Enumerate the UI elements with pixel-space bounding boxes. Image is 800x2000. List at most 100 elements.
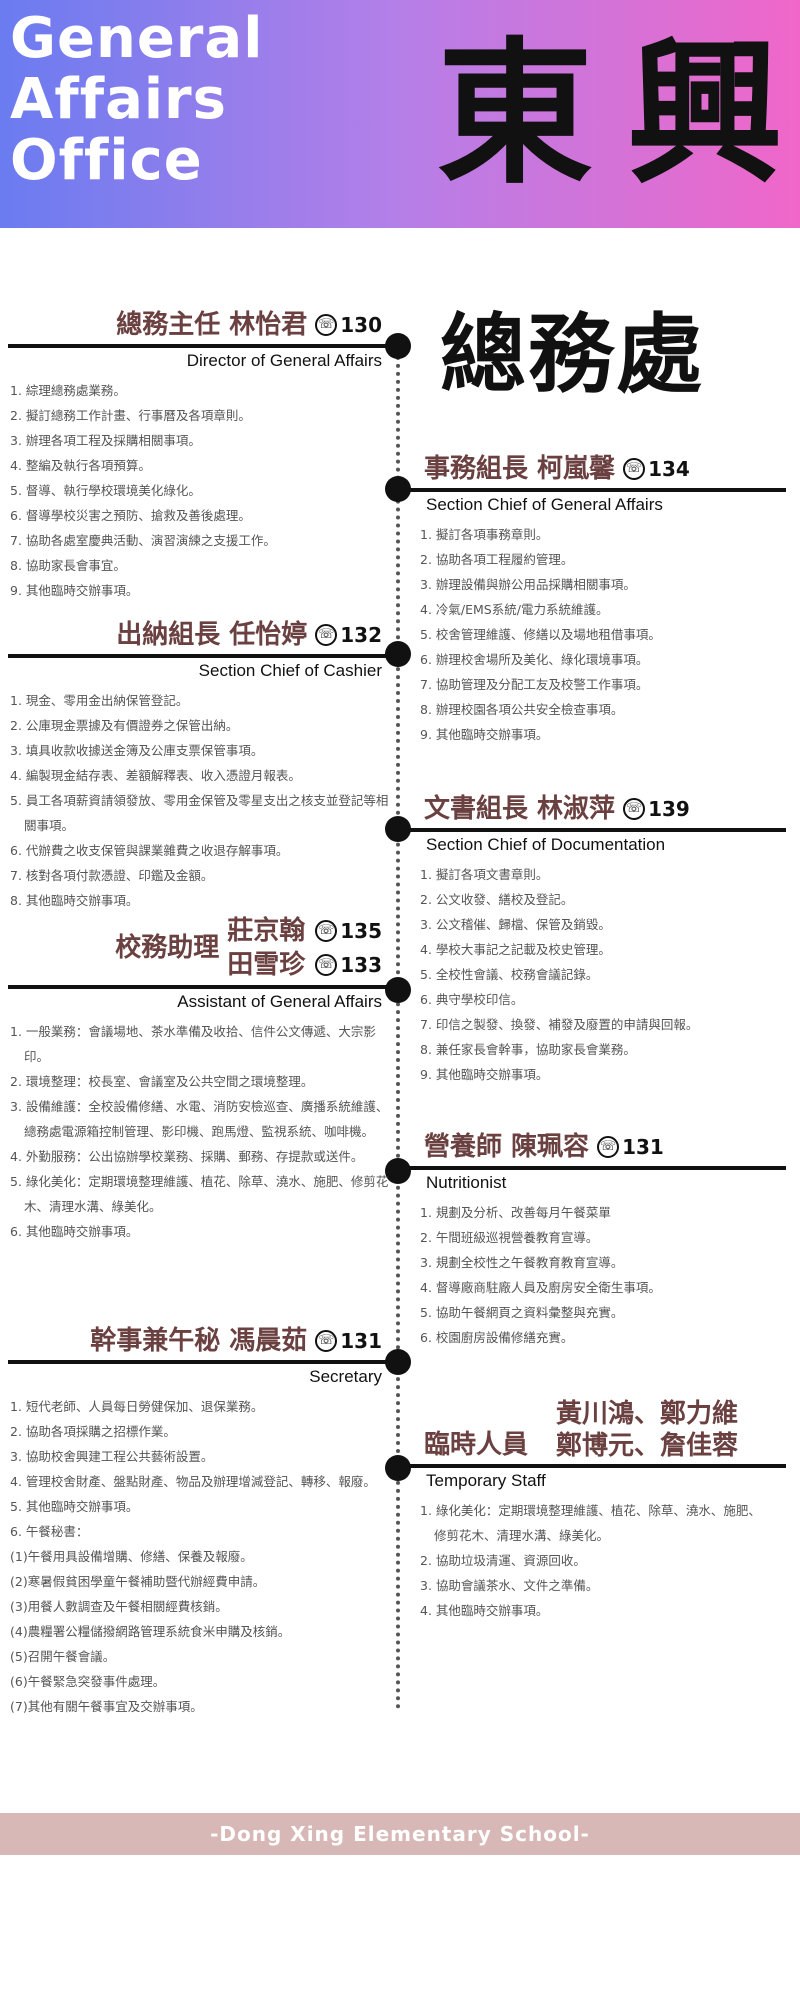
duty-list: 1. 擬訂各項文書章則。 2. 公文收發、繕校及登記。 3. 公文稽催、歸檔、保… — [396, 862, 786, 1087]
english-title: Director of General Affairs — [186, 351, 382, 370]
footer-banner: -Dong Xing Elementary School- — [0, 1813, 800, 1855]
staff-name-group: 莊京翰 ☏ 135 田雪珍 ☏ 133 — [227, 914, 382, 982]
phone-number: 131 — [622, 1135, 664, 1159]
phone-extension: ☏ 132 — [315, 618, 382, 652]
duty-item: 3. 協助校舍興建工程公共藝術設置。 — [10, 1449, 214, 1464]
section-header: 臨時人員 黃川鴻、鄭力維 鄭博元、詹佳蓉 — [396, 1392, 786, 1462]
phone-number: 131 — [340, 1329, 382, 1353]
staff-name: 幹事兼午秘 馮晨茹 — [90, 1326, 308, 1356]
duty-item: 9. 其他臨時交辦事項。 — [420, 727, 549, 742]
section-header: 事務組長 柯嵐馨 ☏ 134 — [396, 446, 786, 486]
duty-item: 9. 其他臨時交辦事項。 — [420, 1067, 549, 1082]
staff-names: 鄭博元、詹佳蓉 — [556, 1431, 739, 1461]
duty-item: 3. 辦理設備與辦公用品採購相關事項。 — [420, 577, 636, 592]
staff-names: 黃川鴻、鄭力維 — [556, 1399, 739, 1429]
section-nutritionist: 營養師 陳珮容 ☏ 131 Nutritionist 1. 規劃及分析、改善每月… — [396, 1124, 786, 1350]
duty-item: 1. 綜理總務處業務。 — [10, 383, 126, 398]
duty-item: 4. 其他臨時交辦事項。 — [420, 1603, 549, 1618]
duty-item: 6. 典守學校印信。 — [420, 992, 524, 1007]
duty-item: 3. 規劃全校性之午餐教育教育宣導。 — [420, 1255, 624, 1270]
phone-extension: ☏ 134 — [623, 452, 690, 486]
english-title: Section Chief of General Affairs — [426, 495, 663, 514]
staff-role: 校務助理 — [115, 933, 220, 963]
duty-item: 3. 辦理各項工程及採購相關事項。 — [10, 433, 201, 448]
phone-extension: ☏ 133 — [315, 948, 382, 982]
calligraphy-char: 東 — [437, 22, 593, 205]
duty-item: 6. 其他臨時交辦事項。 — [10, 1224, 139, 1239]
duty-item: 6. 代辦費之收支保管與課業雜費之收退存解事項。 — [10, 843, 289, 858]
duty-item: 7. 印信之製發、換發、補發及廢置的申請與回報。 — [420, 1017, 699, 1032]
phone-extension: ☏ 139 — [623, 792, 690, 826]
duty-item: (2)寒暑假貧困學童午餐補助暨代辦經費申請。 — [10, 1574, 266, 1589]
header-title-line: General — [10, 6, 264, 71]
duty-list: 1. 短代老師、人員每日勞健保加、退保業務。 2. 協助各項採購之招標作業。 3… — [8, 1394, 396, 1719]
duty-item: 1. 一般業務：會議場地、茶水準備及收拾、信件公文傳遞、大宗影印。 — [10, 1024, 376, 1064]
duty-item: 2. 環境整理：校長室、會議室及公共空間之環境整理。 — [10, 1074, 314, 1089]
section-documentation: 文書組長 林淑萍 ☏ 139 Section Chief of Document… — [396, 786, 786, 1087]
duty-item: 2. 公庫現金票據及有價證券之保管出納。 — [10, 718, 239, 733]
staff-name: 文書組長 林淑萍 — [424, 794, 616, 824]
section-temporary: 臨時人員 黃川鴻、鄭力維 鄭博元、詹佳蓉 Temporary Staff 1. … — [396, 1392, 786, 1623]
staff-name: 營養師 陳珮容 — [424, 1132, 590, 1162]
phone-icon: ☏ — [315, 624, 338, 646]
section-divider — [8, 1360, 396, 1364]
staff-name: 事務組長 柯嵐馨 — [424, 454, 616, 484]
duty-item: 4. 外勤服務：公出協辦學校業務、採購、郵務、存提款或送件。 — [10, 1149, 364, 1164]
duty-item: (6)午餐緊急突發事件處理。 — [10, 1674, 166, 1689]
phone-icon: ☏ — [315, 954, 338, 976]
phone-icon: ☏ — [597, 1136, 620, 1158]
duty-list: 1. 綜理總務處業務。 2. 擬訂總務工作計畫、行事曆及各項章則。 3. 辦理各… — [8, 378, 396, 603]
duty-item: 5. 員工各項薪資請領發放、零用金保管及零星支出之核支並登記等相關事項。 — [10, 793, 389, 833]
duty-item: 7. 協助各處室慶典活動、演習演練之支援工作。 — [10, 533, 276, 548]
duty-item: 5. 協助午餐網頁之資料彙整與充實。 — [420, 1305, 624, 1320]
duty-item: 6. 辦理校舍場所及美化、綠化環境事項。 — [420, 652, 649, 667]
timeline-line — [396, 340, 400, 1710]
english-title: Temporary Staff — [426, 1471, 546, 1490]
duty-item: 3. 設備維護：全校設備修繕、水電、消防安檢巡查、廣播系統維護、總務處電源箱控制… — [10, 1099, 389, 1139]
duty-item: (5)召開午餐會議。 — [10, 1649, 116, 1664]
phone-extension: ☏ 131 — [597, 1130, 664, 1164]
office-title: 總務處 — [440, 304, 704, 405]
duty-item: 3. 公文稽催、歸檔、保管及銷毀。 — [420, 917, 611, 932]
phone-icon: ☏ — [315, 314, 338, 336]
phone-extension: ☏ 131 — [315, 1324, 382, 1358]
duty-item: 1. 短代老師、人員每日勞健保加、退保業務。 — [10, 1399, 264, 1414]
section-header: 文書組長 林淑萍 ☏ 139 — [396, 786, 786, 826]
phone-icon: ☏ — [315, 920, 338, 942]
section-header: 出納組長 任怡婷 ☏ 132 — [8, 612, 396, 652]
section-header: 校務助理 莊京翰 ☏ 135 田雪珍 ☏ 133 — [8, 913, 396, 983]
timeline-dot — [385, 1158, 411, 1184]
section-director: 總務主任 林怡君 ☏ 130 Director of General Affai… — [8, 302, 396, 603]
timeline-dot — [385, 977, 411, 1003]
duty-item: 8. 兼任家長會幹事，協助家長會業務。 — [420, 1042, 636, 1057]
duty-item: 8. 協助家長會事宜。 — [10, 558, 126, 573]
staff-row: 田雪珍 ☏ 133 — [227, 948, 382, 982]
duty-item: 8. 辦理校園各項公共安全檢查事項。 — [420, 702, 624, 717]
english-title: Section Chief of Cashier — [198, 661, 382, 680]
duty-item: 4. 管理校舍財產、盤點財產、物品及辦理增減登記、轉移、報廢。 — [10, 1474, 376, 1489]
duty-item: 1. 綠化美化：定期環境整理維護、植花、除草、澆水、施肥、修剪花木、清理水溝、綠… — [420, 1503, 761, 1543]
duty-list: 1. 規劃及分析、改善每月午餐菜單 2. 午間班級巡視營養教育宣導。 3. 規劃… — [396, 1200, 786, 1350]
duty-list: 1. 一般業務：會議場地、茶水準備及收拾、信件公文傳遞、大宗影印。 2. 環境整… — [8, 1019, 396, 1244]
duty-item: 3. 填具收款收據送金簿及公庫支票保管事項。 — [10, 743, 264, 758]
phone-icon: ☏ — [315, 1330, 338, 1352]
duty-item: (7)其他有關午餐事宜及交辦事項。 — [10, 1699, 203, 1714]
phone-extension: ☏ 130 — [315, 308, 382, 342]
duty-item: 8. 其他臨時交辦事項。 — [10, 893, 139, 908]
duty-item: 2. 協助各項工程履約管理。 — [420, 552, 574, 567]
section-divider — [396, 828, 786, 832]
phone-number: 139 — [648, 797, 690, 821]
duty-item: 1. 規劃及分析、改善每月午餐菜單 — [420, 1205, 611, 1220]
section-divider — [8, 654, 396, 658]
section-header: 總務主任 林怡君 ☏ 130 — [8, 302, 396, 342]
section-divider — [396, 1464, 786, 1468]
duty-item: 6. 督導學校災害之預防、搶救及善後處理。 — [10, 508, 251, 523]
duty-item: 4. 學校大事記之記載及校史管理。 — [420, 942, 611, 957]
duty-item: 9. 其他臨時交辦事項。 — [10, 583, 139, 598]
section-assistant: 校務助理 莊京翰 ☏ 135 田雪珍 ☏ 133 Assistant of Ge… — [8, 913, 396, 1244]
header-banner: General Affairs Office 東 興 — [0, 0, 800, 228]
phone-number: 130 — [340, 313, 382, 337]
staff-name: 總務主任 林怡君 — [116, 310, 308, 340]
duty-item: 4. 編製現金結存表、差額解釋表、收入憑證月報表。 — [10, 768, 301, 783]
section-secretary: 幹事兼午秘 馮晨茹 ☏ 131 Secretary 1. 短代老師、人員每日勞健… — [8, 1318, 396, 1719]
